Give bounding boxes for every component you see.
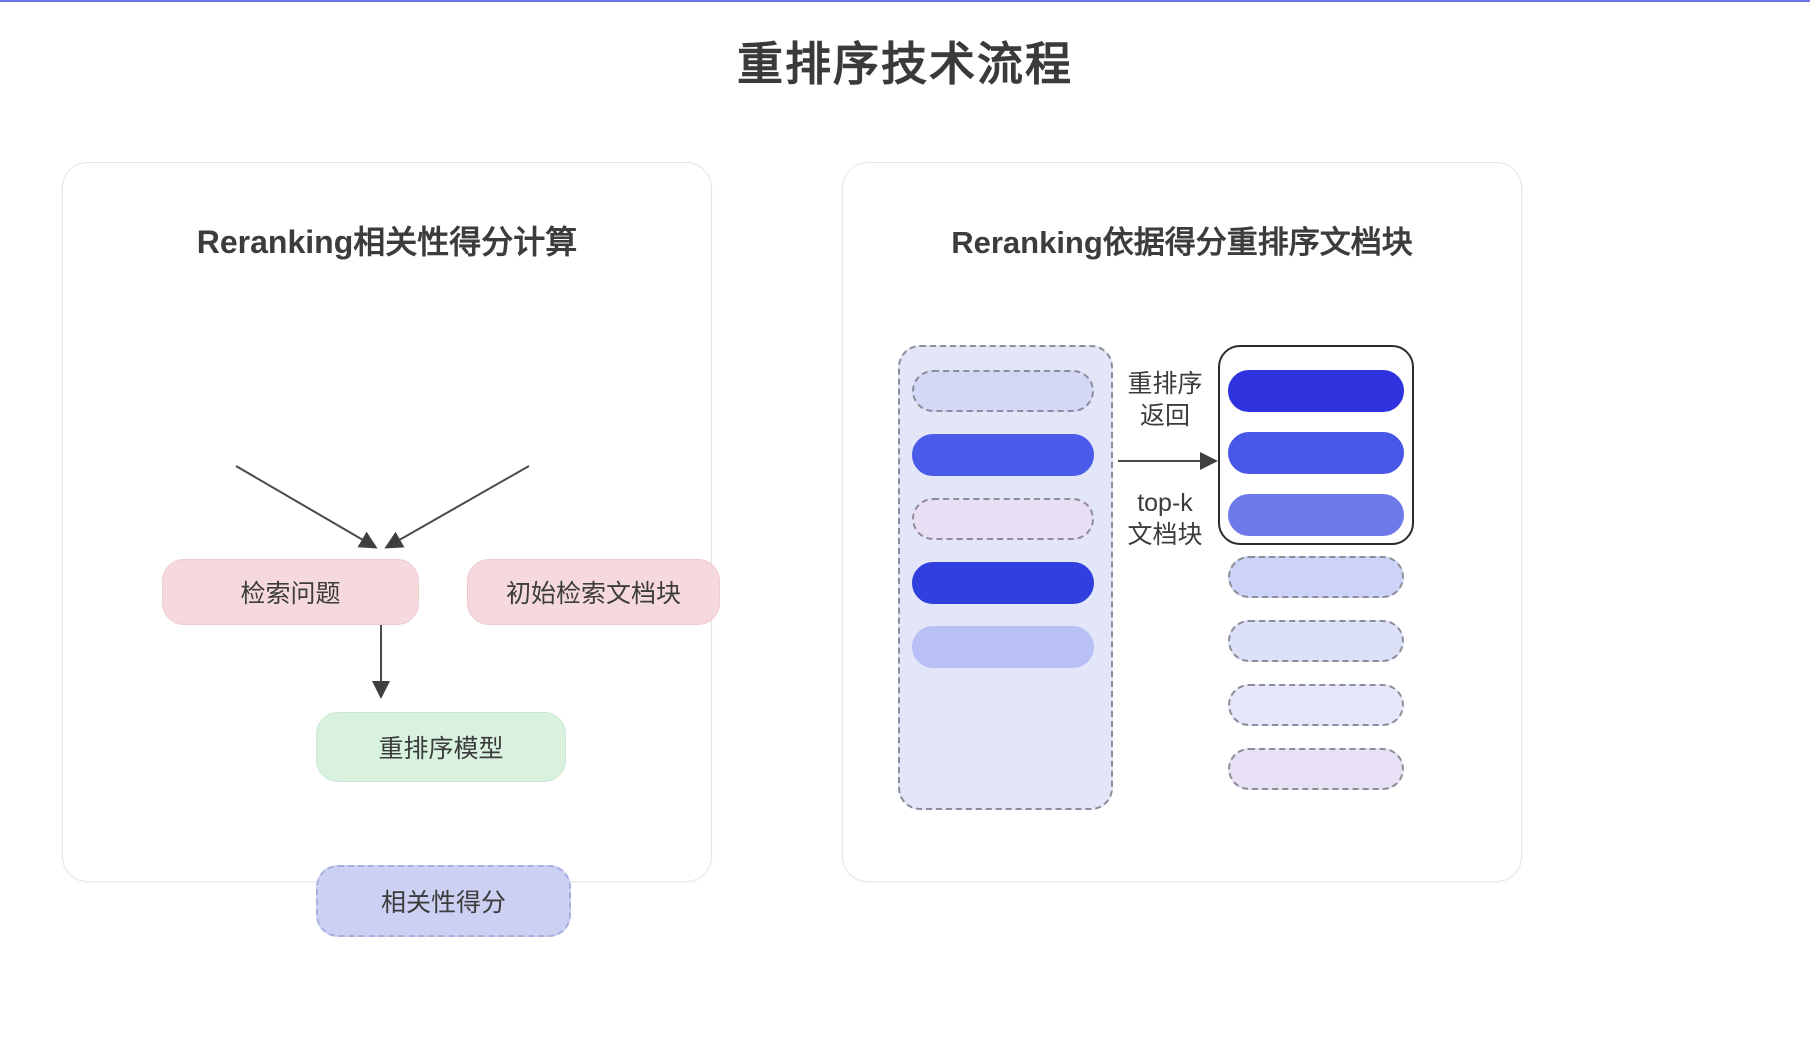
output-chunk-5[interactable]	[1228, 620, 1404, 662]
left-panel: Reranking相关性得分计算 检索问题 初始检索文档块 重排序模型 相关性得…	[62, 162, 720, 937]
input-chunk-3[interactable]	[912, 498, 1094, 540]
node-initial-docs[interactable]: 初始检索文档块	[467, 559, 720, 625]
page-title: 重排序技术流程	[737, 38, 1073, 90]
edge-label-topk-chunks: top-k 文档块	[1127, 489, 1203, 549]
topk-chunk-1[interactable]	[1228, 370, 1404, 412]
topk-chunk-2[interactable]	[1228, 432, 1404, 474]
node-query[interactable]: 检索问题	[162, 559, 419, 625]
left-panel-heading: Reranking相关性得分计算	[196, 224, 578, 260]
edge-label-rerank-return: 重排序 返回	[1127, 370, 1203, 430]
input-chunk-7[interactable]	[912, 748, 1094, 790]
input-chunk-4[interactable]	[912, 562, 1094, 604]
input-chunk-2[interactable]	[912, 434, 1094, 476]
output-chunk-7[interactable]	[1228, 748, 1404, 790]
right-panel-heading: Reranking依据得分重排序文档块	[951, 225, 1413, 260]
input-chunk-stack	[0, 0, 1810, 668]
input-chunk-6[interactable]	[912, 690, 1094, 732]
input-chunk-1[interactable]	[912, 370, 1094, 412]
output-chunk-6[interactable]	[1228, 684, 1404, 726]
topk-chunk-3[interactable]	[1228, 494, 1404, 536]
output-chunk-4[interactable]	[1228, 556, 1404, 598]
node-relevance-score[interactable]: 相关性得分	[316, 865, 571, 937]
input-chunk-5[interactable]	[912, 626, 1094, 668]
node-rerank-model[interactable]: 重排序模型	[316, 712, 566, 782]
